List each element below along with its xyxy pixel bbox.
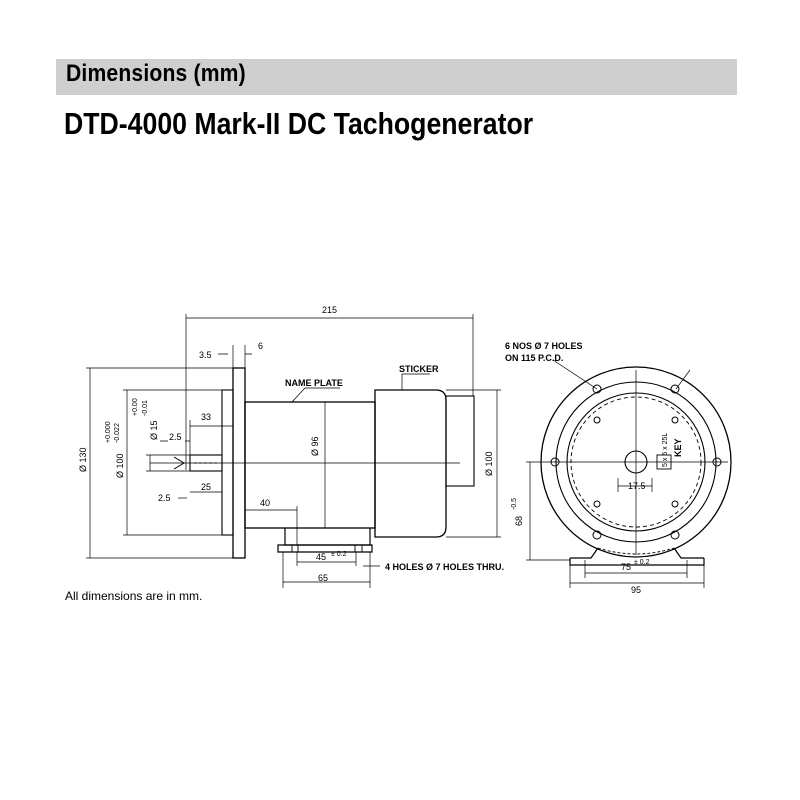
page-title: DTD-4000 Mark-II DC Tachogenerator: [64, 106, 534, 141]
dim-3-5: 3.5: [199, 350, 212, 360]
dim-95: 95: [631, 585, 641, 595]
dim-75: 75: [621, 562, 631, 572]
dim-6: 6: [258, 341, 263, 351]
label-key-size: 5 x 5 x 25L: [662, 433, 669, 467]
rear-cap: [445, 395, 475, 487]
dim-33: 33: [201, 412, 211, 422]
dim-40: 40: [260, 498, 270, 508]
dim-45-tolerance: ± 0.2: [331, 551, 347, 558]
dim-65: 65: [318, 573, 328, 583]
spigot: [221, 389, 234, 536]
dim-dia-100-tol-lower: -0.022: [114, 423, 121, 443]
footnote: All dimensions are in mm.: [65, 589, 203, 603]
label-name-plate: NAME PLATE: [285, 378, 343, 388]
dim-2-5-top: 2.5: [169, 432, 182, 442]
dim-dia-15-tol-lower: -0.01: [142, 400, 149, 416]
side-view: [86, 314, 501, 588]
mounting-foot: [277, 544, 373, 553]
dim-25: 25: [201, 482, 211, 492]
dim-45: 45: [316, 552, 326, 562]
sticker-housing: [374, 389, 447, 538]
label-key: KEY: [673, 438, 683, 457]
label-sticker: STICKER: [399, 364, 439, 374]
label-four-holes: 4 HOLES Ø 7 HOLES THRU.: [385, 562, 504, 572]
dim-68: 68: [514, 516, 524, 526]
end-view-holes: [550, 384, 722, 540]
end-view: [526, 359, 732, 588]
motor-body: [244, 401, 376, 529]
dim-2-5-bottom: 2.5: [158, 493, 171, 503]
header-title: Dimensions (mm): [66, 60, 246, 87]
dim-dia-100: Ø 100: [115, 453, 125, 478]
dim-dia-100-right: Ø 100: [484, 451, 494, 476]
dim-dia-15-tol-upper: +0.00: [132, 398, 139, 416]
label-six-holes-line1: 6 NOS Ø 7 HOLES: [505, 341, 583, 351]
dim-dia-15: Ø 15: [149, 420, 159, 440]
dim-dia-96: Ø 96: [310, 436, 320, 456]
header-bar: Dimensions (mm): [56, 59, 737, 95]
dim-overall-length: 215: [322, 305, 337, 315]
label-six-holes-line2: ON 115 P.C.D.: [505, 353, 563, 363]
dim-17-5: 17.5: [628, 481, 646, 491]
dim-75-tolerance: ± 0.2: [634, 559, 650, 566]
dim-dia-130: Ø 130: [78, 447, 88, 472]
dim-dia-100-tol-upper: +0.000: [105, 421, 112, 443]
dim-68-tolerance: -0.5: [511, 498, 518, 510]
